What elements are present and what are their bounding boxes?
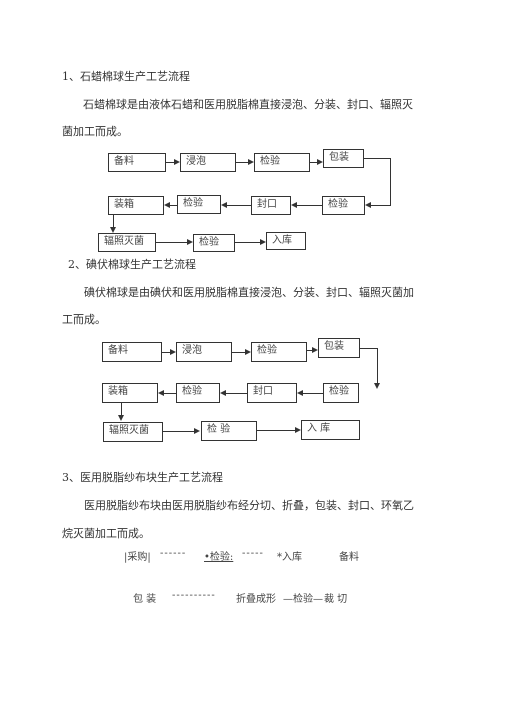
flow2-line	[232, 352, 245, 353]
flow1-line	[170, 205, 177, 206]
flow2-box-soak: 浸泡	[176, 342, 232, 362]
flow2-arrow-down-icon	[118, 415, 124, 421]
flow1-box-inspect-2: 检验	[177, 195, 221, 214]
flow1-box-inspect-4: 检验	[193, 234, 235, 252]
flow2-box-inspect-3: 检验	[323, 383, 359, 403]
flow3-step-purchase: |采购|	[124, 552, 151, 563]
flow1-line	[390, 158, 391, 205]
flow2-arrow-right-icon	[295, 427, 301, 433]
flow1-arrow-right-icon	[174, 159, 180, 165]
flow2-arrow-down-icon	[374, 383, 380, 389]
flow2-arrow-left-icon	[297, 390, 303, 396]
flow2-line	[121, 403, 122, 416]
flow1-line	[227, 205, 251, 206]
flow1-line	[113, 215, 114, 227]
flow2-box-sterilize: 辐照灭菌	[103, 422, 163, 442]
flow2-box-storage: 入 库	[301, 420, 360, 440]
flow1-arrow-left-icon	[221, 202, 227, 208]
flow2-box-inspect-2: 检验	[176, 383, 220, 403]
flow1-box-package: 包装	[323, 149, 364, 168]
flow2-box-prepare: 备料	[102, 342, 162, 362]
flow1-arrow-right-icon	[248, 159, 254, 165]
flow3-step-fold: 折叠成形	[236, 594, 276, 605]
flow1-line	[310, 162, 317, 163]
section-2-paragraph-line-1: 碘伏棉球是由碘伏和医用脱脂棉直接浸泡、分装、封口、辐照灭菌加	[84, 286, 414, 299]
flow1-line	[371, 205, 391, 206]
flow3-dashes: ------	[160, 548, 187, 559]
flow2-line	[226, 393, 247, 394]
flow2-box-crate: 装箱	[102, 383, 158, 403]
flow1-box-seal: 封口	[251, 196, 291, 215]
flow1-arrow-right-icon	[187, 239, 193, 245]
section-2-heading: 2、碘伏棉球生产工艺流程	[68, 258, 196, 271]
flow1-arrow-left-icon	[291, 202, 297, 208]
flow2-arrow-right-icon	[312, 347, 318, 353]
flow2-line	[307, 350, 312, 351]
flow3-dashes: -----	[242, 548, 264, 559]
section-1-heading: 1、石蜡棉球生产工艺流程	[62, 70, 190, 83]
flow1-line	[156, 242, 187, 243]
flow1-box-inspect-1: 检验	[254, 153, 310, 172]
flow2-line	[377, 348, 378, 384]
flow2-arrow-right-icon	[194, 428, 200, 434]
section-3-paragraph-line-2: 烷灭菌加工而成。	[62, 527, 150, 540]
flow2-box-inspect-1: 检验	[251, 342, 307, 362]
flow1-arrow-left-icon	[164, 202, 170, 208]
flow2-box-seal: 封口	[247, 383, 297, 403]
flow3-step-package: 包 装	[133, 594, 157, 605]
flow1-box-crate: 装箱	[108, 196, 164, 215]
flow3-step-prepare: 备料	[339, 552, 359, 563]
flow1-line	[166, 162, 174, 163]
flow1-arrow-down-icon	[110, 227, 116, 233]
flow2-arrow-left-icon	[220, 390, 226, 396]
flow3-step-inspect: •检验:	[204, 552, 234, 563]
flow1-arrow-right-icon	[260, 239, 266, 245]
section-2-paragraph-line-2: 工而成。	[62, 313, 106, 326]
flow2-line	[162, 352, 170, 353]
flow3-step-cut: 裁 切	[324, 594, 348, 605]
flow2-line	[163, 431, 194, 432]
flow1-box-storage: 入库	[266, 232, 306, 250]
flow1-box-prepare: 备料	[108, 153, 166, 172]
flow2-arrow-left-icon	[158, 390, 164, 396]
flow2-box-inspect-4: 检 验	[201, 421, 257, 441]
flow1-line	[236, 162, 248, 163]
section-3-heading: 3、医用脱脂纱布块生产工艺流程	[62, 471, 223, 484]
section-3-paragraph-line-1: 医用脱脂纱布块由医用脱脂纱布经分切、折叠，包装、封口、环氧乙	[84, 499, 414, 512]
flow2-line	[257, 430, 295, 431]
flow1-box-inspect-3: 检验	[322, 196, 365, 215]
flow2-line	[360, 348, 377, 349]
flow1-arrow-left-icon	[365, 202, 371, 208]
flow3-step-inspect-2: —检验—	[283, 594, 323, 605]
flow1-box-sterilize: 辐照灭菌	[98, 233, 156, 252]
flow2-arrow-right-icon	[245, 349, 251, 355]
section-1-paragraph-line-1: 石蜡棉球是由液体石蜡和医用脱脂棉直接浸泡、分装、封口、辐照灭	[83, 98, 413, 111]
flow2-line	[303, 393, 323, 394]
flow2-box-package: 包装	[318, 338, 360, 358]
section-1-paragraph-line-2: 菌加工而成。	[62, 125, 128, 138]
flow1-arrow-right-icon	[317, 159, 323, 165]
flow3-step-storage: *入库	[277, 552, 302, 563]
flow3-dashes: ----------	[172, 590, 216, 601]
flow1-line	[235, 242, 260, 243]
flow1-box-soak: 浸泡	[180, 153, 236, 172]
flow2-line	[164, 393, 176, 394]
flow1-line	[297, 205, 322, 206]
flow2-arrow-right-icon	[170, 349, 176, 355]
flow1-line	[364, 158, 390, 159]
